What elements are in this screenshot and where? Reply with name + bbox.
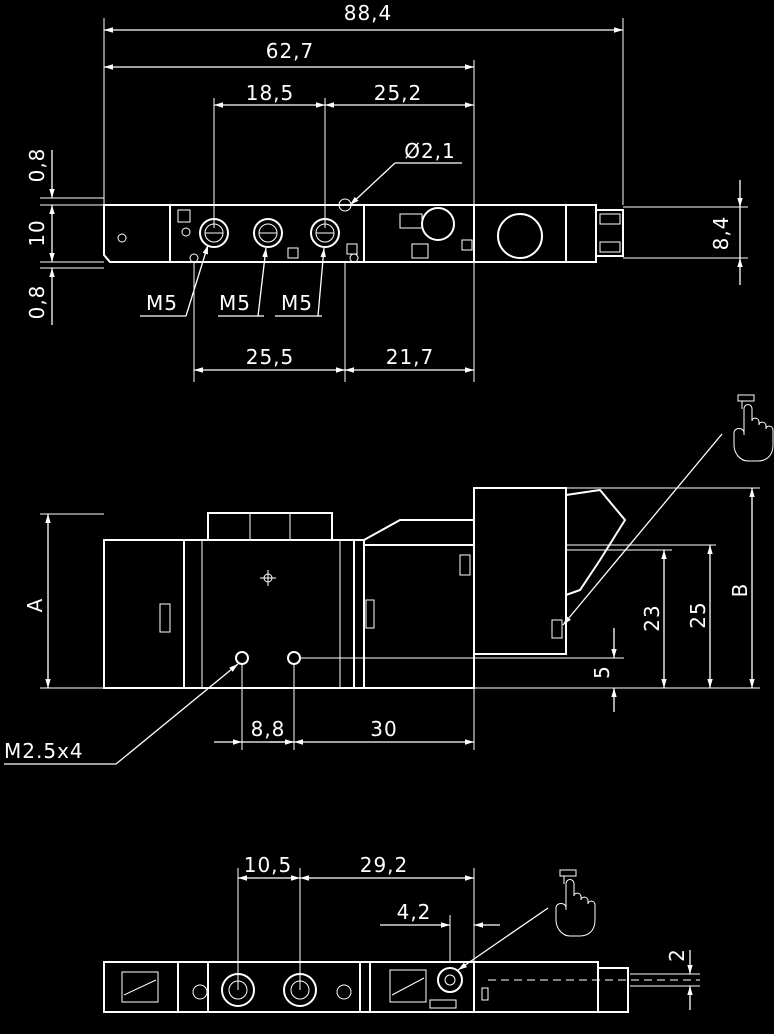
dim-port-to-coil: 25,2	[374, 81, 423, 105]
side-view: A B 25 23 5 8,8 30 M2.5x4	[4, 394, 774, 765]
port-m5-2	[253, 218, 283, 248]
dim-height-b: B	[728, 583, 752, 598]
label-port-m5-2: M5	[219, 291, 251, 315]
dim-height-a: A	[23, 598, 47, 613]
dim-bottom-to-end: 29,2	[360, 853, 409, 877]
bottom-view: 10,5 29,2 4,2 2	[103, 853, 700, 1013]
dim-manual-offset: 4,2	[397, 900, 432, 924]
hand-push-icon	[733, 394, 774, 462]
dim-mount-to-coil: 30	[370, 717, 397, 741]
port-m5-1	[199, 218, 229, 248]
dim-manual-height: 2	[665, 948, 689, 962]
dim-height: 10	[25, 219, 49, 246]
dim-mount-pitch: 8,8	[251, 717, 286, 741]
dim-h23: 23	[640, 604, 664, 631]
top-view: 88,4 62,7 18,5 25,2 Ø2,1 0,8 10 0,8 8,4	[25, 1, 748, 382]
port-m5-3	[310, 218, 340, 248]
dim-offset-top: 0,8	[25, 148, 49, 183]
dim-body-length: 62,7	[266, 39, 315, 63]
dim-bottom-pitch: 10,5	[244, 853, 293, 877]
dim-h25: 25	[686, 601, 710, 628]
label-port-m5-3: M5	[281, 291, 313, 315]
dim-lower-left: 25,5	[246, 345, 295, 369]
dim-lower-right: 21,7	[386, 345, 435, 369]
dim-h5: 5	[590, 665, 614, 679]
dim-total-length: 88,4	[344, 1, 393, 25]
dim-pilot-hole: Ø2,1	[404, 139, 456, 163]
label-port-m5-1: M5	[146, 291, 178, 315]
dim-port-pitch: 18,5	[246, 81, 295, 105]
dim-coil-height: 8,4	[709, 216, 733, 251]
dim-mount-holes: M2.5x4	[4, 739, 84, 763]
hand-push-icon	[555, 869, 596, 937]
dim-offset-bottom: 0,8	[25, 285, 49, 320]
